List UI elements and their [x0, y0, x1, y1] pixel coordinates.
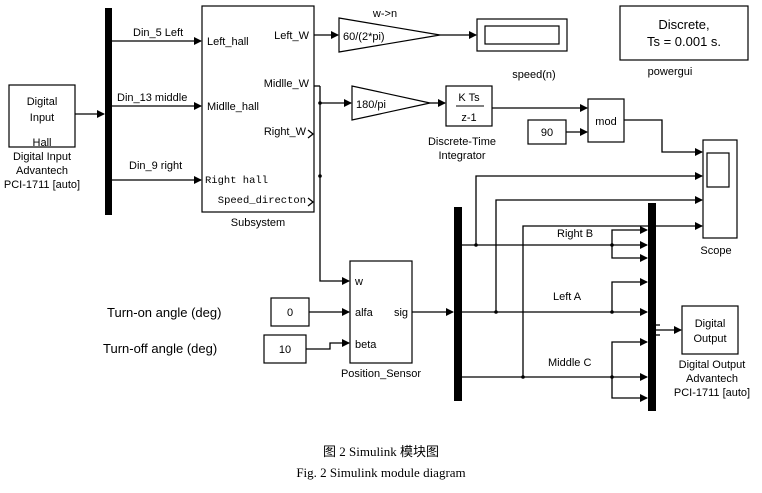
signal-label-din9: Din_9 right: [129, 160, 182, 172]
digital-input-caption-1: Hall: [33, 137, 52, 149]
scope-caption: Scope: [700, 245, 731, 257]
const10-text: 10: [279, 344, 291, 356]
signal-wires: [75, 31, 703, 402]
digital-output-caption-3: PCI-1711 [auto]: [674, 387, 750, 399]
constant-90-block[interactable]: 90: [527, 119, 567, 145]
subsystem-out-right-w: Right_W: [264, 126, 307, 138]
digital-input-block[interactable]: Digital Input: [8, 84, 76, 148]
display-block-speed[interactable]: [476, 18, 568, 52]
mux-x-mark: ×: [648, 401, 654, 413]
figure-caption-en: Fig. 2 Simulink module diagram: [296, 465, 465, 480]
digital-input-text-2: Input: [30, 112, 54, 124]
digital-output-block[interactable]: Digital Output: [681, 305, 739, 355]
digital-input-caption-4: PCI-1711 [auto]: [4, 179, 80, 191]
gain1-text: 60/(2*pi): [343, 31, 385, 43]
turn-on-angle-label: Turn-on angle (deg): [107, 305, 221, 320]
gain-block-180-pi[interactable]: 180/pi: [351, 85, 431, 121]
const90-text: 90: [541, 127, 553, 139]
signal-label-din5: Din_5 Left: [133, 27, 183, 39]
digital-output-text-1: Digital: [695, 318, 726, 330]
digital-input-caption-2: Digital Input: [13, 151, 71, 163]
pos-sensor-in-w: w: [354, 276, 363, 288]
constant-10-block[interactable]: 10: [263, 334, 307, 364]
subsystem-in-right-hall: Right hall: [205, 175, 268, 187]
out-port-chevron: [307, 129, 315, 139]
pos-sensor-in-alfa: alfa: [355, 307, 374, 319]
signal-label-din13: Din_13 middle: [117, 92, 187, 104]
position-sensor-caption: Position_Sensor: [341, 368, 421, 380]
digital-output-caption-2: Advantech: [686, 373, 738, 385]
powergui-text-1: Discrete,: [658, 17, 709, 32]
subsystem-caption: Subsystem: [231, 217, 285, 229]
subsystem-in-midlle-hall: Midlle_hall: [207, 101, 259, 113]
integrator-caption-2: Integrator: [438, 150, 485, 162]
gain-block-w-to-n[interactable]: 60/(2*pi): [338, 17, 441, 53]
display-caption: speed(n): [512, 69, 555, 81]
powergui-caption: powergui: [648, 66, 693, 78]
digital-input-text-1: Digital: [27, 96, 58, 108]
out-port-chevron: [307, 197, 315, 207]
mod-text: mod: [595, 116, 616, 128]
digital-output-text-2: Output: [693, 333, 726, 345]
gain2-text: 180/pi: [356, 99, 386, 111]
demux-bar-left[interactable]: [105, 8, 112, 215]
scope-block[interactable]: [702, 139, 738, 239]
mod-block[interactable]: mod: [587, 98, 625, 143]
powergui-text-2: Ts = 0.001 s.: [647, 34, 721, 49]
powergui-block[interactable]: Discrete, Ts = 0.001 s.: [619, 5, 749, 61]
integrator-caption-1: Discrete-Time: [428, 136, 496, 148]
signal-label-right-b: Right B: [557, 228, 593, 240]
digital-input-caption-3: Advantech: [16, 165, 68, 177]
demux-bar-middle[interactable]: [454, 207, 462, 401]
turn-off-angle-label: Turn-off angle (deg): [103, 341, 217, 356]
constant-0-block[interactable]: 0: [270, 297, 310, 327]
position-sensor-block[interactable]: w alfa beta sig: [349, 260, 413, 364]
subsystem-block[interactable]: Left_hall Midlle_hall Right hall Left_W …: [201, 5, 315, 213]
integrator-num: K Ts: [458, 92, 480, 104]
pos-sensor-in-beta: beta: [355, 339, 377, 351]
signal-label-middle-c: Middle C: [548, 357, 591, 369]
digital-output-caption-1: Digital Output: [679, 359, 746, 371]
subsystem-out-left-w: Left_W: [274, 30, 309, 42]
figure-caption-cn: 图 2 Simulink 模块图: [323, 444, 439, 459]
gain1-top-label: w->n: [372, 8, 397, 20]
const0-text: 0: [287, 307, 293, 319]
pos-sensor-out-sig: sig: [394, 307, 408, 319]
mux-bar-right[interactable]: [648, 203, 656, 411]
subsystem-out-midlle-w: Midlle_W: [264, 78, 310, 90]
signal-label-left-a: Left A: [553, 291, 582, 303]
integrator-den: z-1: [461, 112, 476, 124]
subsystem-in-left-hall: Left_hall: [207, 36, 249, 48]
discrete-integrator-block[interactable]: K Ts z-1: [445, 85, 493, 127]
subsystem-out-speed-directon: Speed_directon: [218, 195, 306, 207]
